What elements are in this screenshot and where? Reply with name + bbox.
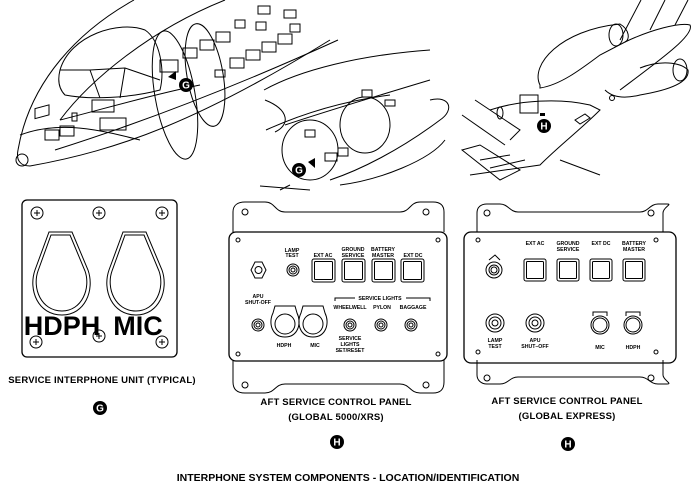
switch-label: BATTERY (622, 241, 646, 247)
panel-express-caption: AFT SERVICE CONTROL PANEL (491, 396, 642, 407)
lamp-test-label: LAMP (285, 248, 300, 254)
mic-label: MIC (113, 311, 163, 341)
callout-letter: G (182, 81, 190, 92)
lamp-test-label: LAMP (488, 338, 503, 344)
switch-label: SERVICE (557, 247, 580, 253)
apu-shutoff-button[interactable] (525, 313, 545, 333)
switch-ext-ac[interactable]: EXT AC (311, 253, 336, 283)
baggage-label: BAGGAGE (400, 305, 427, 311)
callout-letter: H (564, 440, 571, 451)
interphone-unit-caption: SERVICE INTERPHONE UNIT (TYPICAL) (8, 375, 195, 386)
pylon-label: PYLON (373, 305, 391, 311)
panel-express-subcaption: (GLOBAL EXPRESS) (519, 411, 616, 422)
lamp-test-label: TEST (488, 344, 502, 350)
switch-ext-dc[interactable]: EXT DC (400, 253, 425, 283)
hdph-label: HDPH (626, 345, 641, 351)
hdph-jack-cover[interactable] (32, 231, 91, 316)
switch-ground-service[interactable]: GROUND SERVICE (341, 247, 366, 283)
apu-lower-button[interactable] (251, 318, 265, 332)
mic-jack[interactable] (590, 311, 610, 335)
switch-label: MASTER (623, 247, 645, 253)
arrow-icon (308, 158, 315, 168)
switch-label: GROUND (556, 241, 579, 247)
switch-label: EXT DC (591, 241, 610, 247)
apu-label: APU (530, 338, 541, 344)
service-lights-header: SERVICE LIGHTS (358, 296, 402, 302)
engine-nacelle-view: G (259, 49, 450, 191)
pylon-light-button[interactable] (374, 318, 388, 332)
wheelwell-light-button[interactable] (343, 318, 357, 332)
callout-h-aft[interactable] (537, 119, 551, 133)
hdph-label: HDPH (277, 343, 292, 349)
arrow-icon (168, 71, 176, 80)
aft-fuselage-view: H (460, 0, 691, 181)
callout-letter: H (540, 122, 547, 133)
callout-g-engine[interactable] (292, 163, 306, 177)
switch-label: SERVICE (342, 253, 365, 259)
switch-ext-dc[interactable]: EXT DC (589, 241, 613, 282)
callout-letter: G (96, 404, 104, 415)
screw-icons (29, 206, 169, 349)
mic-label: MIC (595, 345, 605, 351)
panel-face (463, 231, 677, 364)
service-lights-reset-label: SET/RESET (336, 348, 366, 354)
callout-g-forward[interactable] (179, 78, 193, 92)
apu-label: APU (253, 294, 264, 300)
service-lights-reset-label: LIGHTS (340, 342, 360, 348)
switch-ground-service[interactable]: GROUND SERVICE (556, 241, 580, 282)
aft-service-panel-global-express: EXT AC GROUND SERVICE EXT DC BATTERY MAS… (463, 203, 677, 451)
mic-jack-cover[interactable] (106, 231, 165, 316)
switch-label: BATTERY (371, 247, 395, 253)
apu-label: SHUT-OFF (245, 300, 271, 306)
switch-ext-ac[interactable]: EXT AC (523, 241, 547, 282)
baggage-light-button[interactable] (404, 318, 418, 332)
switch-label: GROUND (341, 247, 364, 253)
apu-label: SHUT–OFF (521, 344, 548, 350)
switch-label: EXT AC (314, 253, 333, 259)
service-lights-reset-label: SERVICE (339, 336, 362, 342)
callout-letter: G (295, 166, 303, 177)
switch-battery-master[interactable]: BATTERY MASTER (622, 241, 646, 282)
switch-label: MASTER (372, 253, 394, 259)
hdph-jack[interactable] (623, 311, 643, 335)
callout-letter: H (333, 438, 340, 449)
lamp-test-button[interactable] (485, 313, 505, 333)
equipment-boxes (34, 5, 301, 141)
lamp-test-button[interactable] (286, 263, 300, 277)
apu-shutoff-knob[interactable] (250, 261, 267, 279)
toggle-knob[interactable] (485, 254, 503, 279)
callout-h-express (561, 437, 575, 451)
interphone-faceplate (21, 199, 178, 358)
mic-label: MIC (310, 343, 320, 349)
forward-fuselage-view: G (15, 0, 339, 167)
service-interphone-unit: HDPH MIC SERVICE INTERPHONE UNIT (TYPICA… (8, 199, 196, 415)
switch-label: EXT AC (526, 241, 545, 247)
callout-h-5000 (330, 435, 344, 449)
callout-g-unit (93, 401, 107, 415)
switch-label: EXT DC (403, 253, 422, 259)
panel-5000-subcaption: (GLOBAL 5000/XRS) (288, 412, 384, 423)
lamp-test-label: TEST (285, 253, 299, 259)
panel-5000-caption: AFT SERVICE CONTROL PANEL (260, 397, 411, 408)
switch-battery-master[interactable]: BATTERY MASTER (371, 247, 396, 283)
aft-service-panel-global-5000: APU SHUT-OFF LAMP TEST EXT AC GROUND SER… (228, 201, 448, 449)
wheelwell-label: WHEELWELL (333, 305, 367, 311)
mic-jack[interactable] (298, 305, 328, 338)
hdph-jack[interactable] (270, 305, 300, 338)
figure-title: INTERPHONE SYSTEM COMPONENTS - LOCATION/… (177, 472, 520, 484)
hdph-label: HDPH (24, 311, 101, 341)
panel-face (228, 231, 448, 362)
